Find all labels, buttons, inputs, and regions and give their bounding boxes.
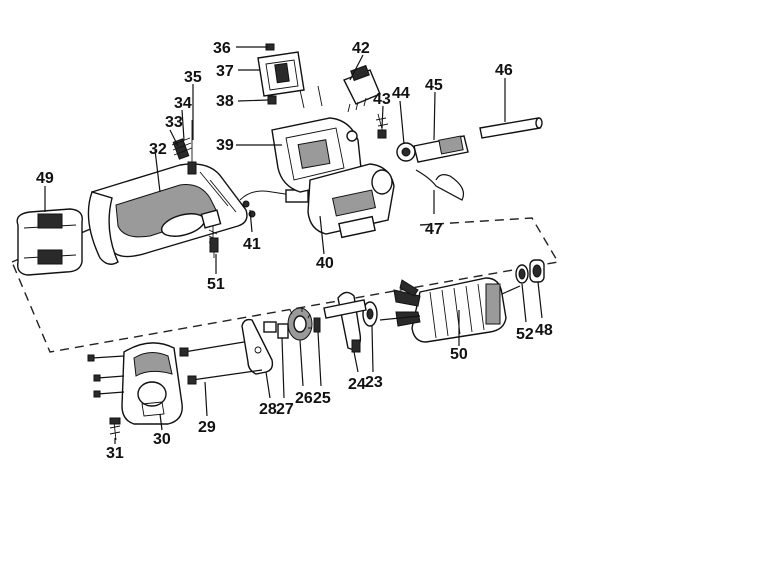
label-36: 36: [213, 40, 231, 57]
part-52-bearing: [515, 264, 529, 284]
part-43-screw: [375, 113, 389, 139]
label-49: 49: [36, 170, 54, 187]
label-29: 29: [198, 419, 216, 436]
label-35: 35: [184, 69, 202, 86]
part-51-brush-holder: [200, 209, 222, 258]
label-47: 47: [425, 221, 443, 238]
part-number-labels: 36 37 38 39 42 43 44 45 46 35 34 33 32 4…: [36, 40, 553, 462]
label-30: 30: [153, 431, 171, 448]
label-37: 37: [216, 63, 234, 80]
label-44: 44: [392, 85, 410, 102]
part-49-brush-pack: [16, 208, 83, 276]
part-32-handle-housing: [87, 163, 248, 265]
part-29-long-bolts: [179, 341, 263, 385]
label-27: 27: [276, 401, 294, 418]
label-40: 40: [316, 255, 334, 272]
label-50: 50: [450, 346, 468, 363]
part-45-spindle: [413, 135, 469, 163]
part-48-bearing: [529, 259, 545, 283]
part-30-gear-housing: [121, 342, 183, 425]
part-50-armature: [379, 277, 521, 343]
label-48: 48: [535, 322, 553, 339]
label-39: 39: [216, 137, 234, 154]
part-44-bearing: [396, 142, 416, 162]
part-23-washer: [362, 301, 378, 327]
label-33: 33: [165, 114, 183, 131]
label-32: 32: [149, 141, 167, 158]
label-31: 31: [106, 445, 124, 462]
label-38: 38: [216, 93, 234, 110]
part-42-switch: [343, 64, 381, 113]
leader-lines: [44, 46, 543, 444]
label-24: 24: [348, 376, 366, 393]
label-52: 52: [516, 326, 534, 343]
part-26-gear: [287, 307, 313, 341]
part-46-shaft: [479, 117, 543, 139]
label-41: 41: [243, 236, 261, 253]
part-24-gear-arm: [323, 291, 367, 353]
label-51: 51: [207, 276, 225, 293]
part-40-lower-housing: [307, 163, 395, 239]
label-45: 45: [425, 77, 443, 94]
part-38-screws: [267, 85, 323, 109]
label-34: 34: [174, 95, 192, 112]
part-25-pin: [313, 317, 321, 333]
label-43: 43: [373, 91, 391, 108]
part-28-gear-plate: [241, 318, 277, 375]
label-42: 42: [352, 40, 370, 57]
label-46: 46: [495, 62, 513, 79]
part-47-spring-wire: [415, 169, 465, 201]
label-26: 26: [295, 390, 313, 407]
part-37-switch-cover: [257, 51, 305, 97]
label-28: 28: [259, 401, 277, 418]
label-25: 25: [313, 390, 331, 407]
part-31-screws: [87, 354, 125, 441]
part-27-bushing: [277, 323, 289, 339]
label-23: 23: [365, 374, 383, 391]
